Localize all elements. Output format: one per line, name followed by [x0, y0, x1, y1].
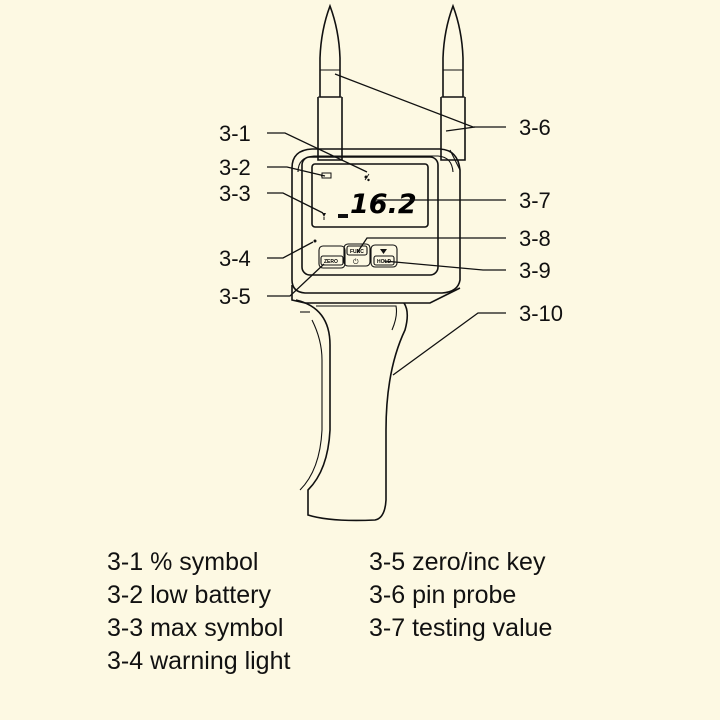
callout-labels: 3-1 3-2 3-3 3-4 3-5 3-6 3-7 3-8 3-9 3-10: [219, 115, 563, 326]
leader-3-2: [267, 166, 326, 177]
callout-3-9: 3-9: [519, 258, 551, 283]
callout-3-8: 3-8: [519, 226, 551, 251]
down-arrow-icon: [380, 249, 387, 254]
warning-light: [313, 239, 317, 243]
legend-item: 3-7 testing value: [369, 614, 552, 642]
leader-3-4: [267, 241, 314, 259]
legend: 3-1 % symbol 3-2 low battery 3-3 max sym…: [107, 548, 552, 675]
meter-housing: [291, 148, 461, 304]
handle: [295, 299, 409, 522]
callout-3-10: 3-10: [519, 301, 563, 326]
legend-item: 3-4 warning light: [107, 647, 290, 675]
function-key[interactable]: FUNC ⏻: [343, 243, 371, 267]
hold-key-label: HOLD: [377, 259, 392, 265]
leader-3-3: [267, 192, 324, 214]
lcd-reading: 16.2: [350, 189, 417, 220]
leader-3-8: [356, 237, 506, 254]
callout-3-1: 3-1: [219, 121, 251, 146]
leader-3-6b: [445, 126, 476, 132]
legend-item: 3-3 max symbol: [107, 614, 283, 642]
callout-3-3: 3-3: [219, 181, 251, 206]
leader-3-9: [383, 260, 506, 271]
legend-item: 3-1 % symbol: [107, 548, 258, 576]
power-icon: ⏻: [353, 258, 359, 266]
leader-3-10: [392, 312, 506, 376]
front-panel: 16.2 ZERO FUNC ⏻ HOLD: [301, 156, 439, 276]
left-pin-probe: [317, 3, 343, 161]
legend-item: 3-5 zero/inc key: [369, 548, 546, 576]
percent-icon: [364, 173, 370, 182]
callout-3-7: 3-7: [519, 188, 551, 213]
leader-3-6a: [334, 73, 506, 128]
callout-3-2: 3-2: [219, 155, 251, 180]
max-symbol-icon: [322, 213, 348, 220]
zero-key-label: ZERO: [324, 259, 338, 265]
legend-item: 3-2 low battery: [107, 581, 271, 609]
callout-3-6: 3-6: [519, 115, 551, 140]
callout-3-5: 3-5: [219, 284, 251, 309]
lcd-screen: [311, 163, 429, 228]
callout-3-4: 3-4: [219, 246, 251, 271]
leader-3-1: [267, 132, 368, 173]
legend-item: 3-6 pin probe: [369, 581, 516, 609]
pin-probes: [317, 3, 466, 161]
leader-3-5: [267, 263, 325, 297]
leader-lines: [267, 73, 506, 376]
hold-key[interactable]: HOLD: [370, 244, 398, 268]
zero-inc-key[interactable]: ZERO: [318, 245, 346, 269]
right-pin-probe: [440, 3, 466, 161]
